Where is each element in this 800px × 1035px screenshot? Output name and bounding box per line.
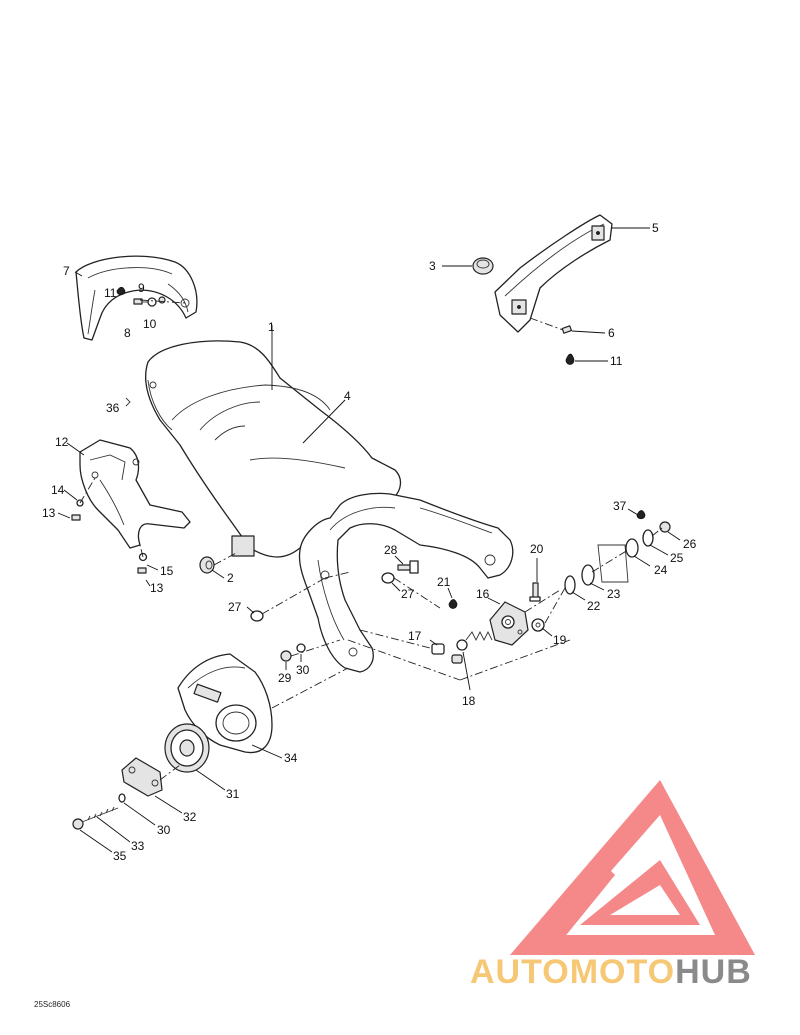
label-24: 24 (654, 563, 668, 577)
label-6: 6 (608, 326, 615, 340)
label-34: 34 (284, 751, 298, 765)
part-washers-22-25 (564, 529, 654, 595)
assembly-lines (79, 299, 663, 781)
part-grommet-2 (199, 556, 215, 574)
label-13b: 13 (150, 581, 164, 595)
svg-text:AUTOMOTOHUB: AUTOMOTOHUB (470, 953, 752, 991)
part-grab-handle-5 (494, 214, 613, 333)
label-16: 16 (476, 587, 490, 601)
part-support-frame (298, 492, 514, 673)
label-8: 8 (124, 326, 131, 340)
leader-lines (57, 227, 681, 853)
wordmark-auto: AUTO (470, 953, 570, 991)
part-bracket-12 (79, 439, 191, 549)
label-33: 33 (131, 839, 145, 853)
part-plate-32 (121, 757, 163, 797)
label-22: 22 (587, 599, 601, 613)
label-26: 26 (683, 537, 697, 551)
part-rear-guard-7 (75, 255, 198, 341)
label-15: 15 (160, 564, 174, 578)
part-washers-27 (250, 572, 395, 622)
label-37: 37 (613, 499, 627, 513)
part-clip-36 (125, 397, 131, 407)
label-11b: 11 (610, 354, 623, 368)
label-25: 25 (670, 551, 684, 565)
label-28: 28 (384, 543, 398, 557)
automotohub-logo (510, 780, 755, 955)
part-pulley-31 (164, 723, 210, 773)
part-screw-20 (529, 582, 541, 602)
label-5: 5 (652, 221, 659, 235)
label-17: 17 (408, 629, 422, 643)
automotohub-wordmark: AUTOMOTOHUB (470, 953, 752, 991)
label-35: 35 (113, 849, 127, 863)
label-13a: 13 (42, 506, 56, 520)
label-29: 29 (278, 671, 292, 685)
label-10: 10 (143, 317, 157, 331)
part-screw-6 (561, 325, 573, 334)
label-32: 32 (183, 810, 197, 824)
label-3: 3 (429, 259, 436, 273)
reference-code: 25Sc8606 (34, 1000, 71, 1009)
part-mount-16 (489, 601, 529, 646)
label-4: 4 (344, 389, 351, 403)
part-nut-19 (531, 618, 545, 632)
label-1: 1 (268, 320, 275, 334)
label-7: 7 (63, 264, 70, 278)
wordmark-moto: MOTO (570, 953, 675, 991)
wordmark-hub: HUB (675, 953, 752, 991)
callout-labels: 1 4 3 5 6 11 7 11 9 8 10 36 12 14 13 15 … (42, 221, 697, 863)
label-20: 20 (530, 542, 544, 556)
label-27b: 27 (401, 587, 415, 601)
part-bumper-3 (472, 257, 494, 275)
label-11a: 11 (104, 286, 117, 300)
part-bolt-28 (397, 560, 419, 574)
label-23: 23 (607, 587, 621, 601)
part-nut-21 (448, 599, 458, 609)
label-9: 9 (138, 281, 145, 295)
part-nut-11 (565, 353, 575, 365)
label-30a: 30 (296, 663, 310, 677)
part-spring-18 (456, 630, 493, 651)
label-18: 18 (462, 694, 476, 708)
label-27a: 27 (228, 600, 242, 614)
part-bolt-35 (72, 793, 126, 830)
label-19: 19 (553, 633, 567, 647)
part-cover-34 (177, 653, 273, 754)
label-21: 21 (437, 575, 451, 589)
part-nuts-26-37 (636, 510, 671, 533)
label-36: 36 (106, 401, 120, 415)
label-31: 31 (226, 787, 240, 801)
label-30b: 30 (157, 823, 171, 837)
label-14: 14 (51, 483, 65, 497)
label-12: 12 (55, 435, 69, 449)
label-2: 2 (227, 571, 234, 585)
part-plug-17 (431, 643, 463, 664)
